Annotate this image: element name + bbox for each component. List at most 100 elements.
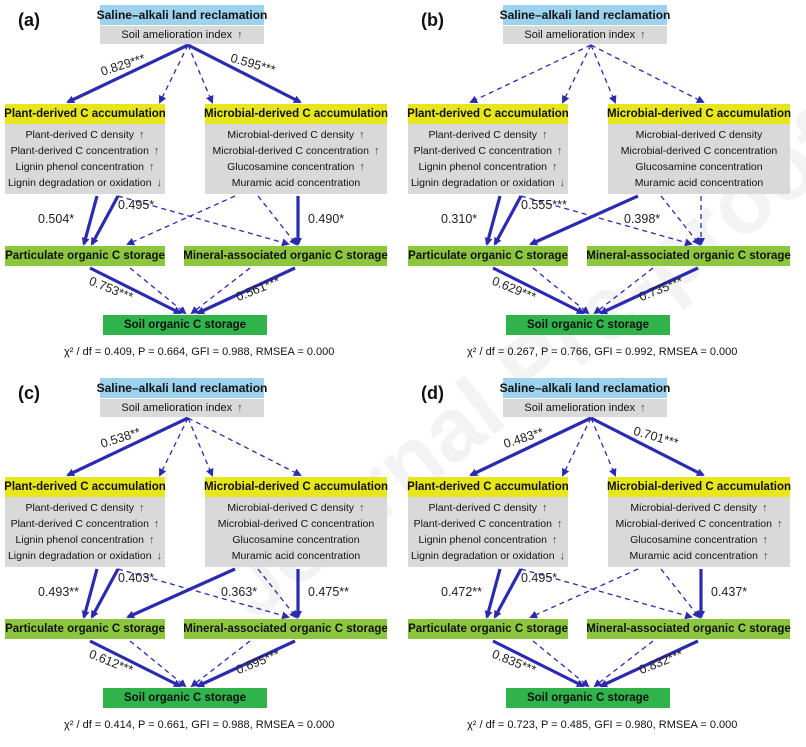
up-arrow-icon: ↑ (551, 161, 558, 173)
link-p0 (532, 640, 590, 688)
list-item: Lignin phenol concentration↑ (418, 161, 558, 173)
panel-label: (b) (421, 10, 444, 30)
up-arrow-icon: ↑ (153, 145, 160, 157)
list-item: Plant-derived C concentration↑ (413, 145, 563, 157)
down-arrow-icon: ↓ (156, 177, 163, 189)
path-links (469, 416, 705, 688)
link-mc (660, 195, 701, 246)
down-arrow-icon: ↓ (559, 177, 566, 189)
link-pc (520, 195, 693, 247)
link-ip (66, 43, 189, 104)
maoc-storage: Mineral-associated organic C storage (183, 246, 388, 266)
model-fit-stats: χ² / df = 0.414, P = 0.661, GFI = 0.988,… (64, 719, 335, 731)
path-coefficient: 0.363* (221, 585, 258, 599)
link-ip (469, 416, 592, 477)
link-ms (599, 639, 699, 688)
up-arrow-icon: ↑ (237, 402, 243, 414)
link-mp (529, 194, 639, 246)
up-arrow-icon: ↑ (359, 502, 365, 514)
microbial-indicators: Microbial-derived C density↑Microbial-de… (608, 497, 790, 567)
up-arrow-icon: ↑ (762, 534, 768, 546)
list-item: Glucosamine concentration↑ (227, 161, 365, 173)
link-ms (196, 266, 296, 315)
soc-storage: Soil organic C storage (103, 315, 267, 335)
up-arrow-icon: ↑ (640, 29, 646, 41)
link-pp (484, 195, 502, 246)
soc-storage: Soil organic C storage (103, 688, 267, 708)
up-arrow-icon: ↑ (542, 502, 548, 514)
up-arrow-icon: ↑ (542, 129, 548, 141)
link-i0 (590, 417, 617, 477)
link-ps (492, 266, 585, 315)
link-i1 (562, 417, 592, 477)
path-coefficient: 0.493** (38, 585, 80, 599)
link-pc (520, 568, 693, 620)
path-coefficient: 0.310* (441, 212, 478, 226)
amelioration-index: Soil amelioration index↑ (100, 26, 264, 44)
path-coefficient: 0.398* (624, 212, 661, 226)
list-item: Muramic acid concentration (231, 550, 361, 562)
link-mp (126, 567, 236, 619)
link-ps (89, 266, 182, 315)
path-coefficient: 0.403* (118, 571, 155, 585)
link-p0 (129, 267, 187, 315)
microbial-accumulation-head: Microbial-derived C accumulation (204, 104, 388, 124)
link-i0 (590, 44, 617, 104)
soc-storage: Soil organic C storage (506, 315, 670, 335)
down-arrow-icon: ↓ (156, 550, 163, 562)
link-mc (257, 568, 298, 619)
plant-accumulation-head: Plant-derived C accumulation (407, 104, 569, 124)
up-arrow-icon: ↑ (237, 29, 243, 41)
link-im (590, 416, 705, 477)
list-item: Muramic acid concentration (231, 177, 361, 189)
model-fit-stats: χ² / df = 0.723, P = 0.485, GFI = 0.980,… (467, 719, 738, 731)
up-arrow-icon: ↑ (148, 161, 155, 173)
model-fit-stats: χ² / df = 0.409, P = 0.664, GFI = 0.988,… (64, 346, 335, 358)
reclamation-title: Saline–alkali land reclamation (500, 5, 670, 25)
amelioration-index: Soil amelioration index↑ (100, 399, 264, 417)
link-pm (90, 195, 120, 246)
list-item: Lignin phenol concentration↑ (418, 534, 558, 546)
link-pc (117, 195, 290, 247)
list-item: Plant-derived C density↑ (428, 502, 548, 514)
plant-indicators: Plant-derived C density↑Plant-derived C … (408, 497, 568, 567)
maoc-storage: Mineral-associated organic C storage (183, 619, 388, 639)
list-item: Glucosamine concentration↑ (630, 534, 768, 546)
link-i1 (159, 44, 189, 104)
microbial-accumulation-head: Microbial-derived C accumulation (607, 477, 791, 497)
list-item: Glucosamine concentration (635, 161, 763, 173)
amelioration-index: Soil amelioration index↑ (503, 399, 667, 417)
up-arrow-icon: ↑ (640, 402, 646, 414)
link-pp (81, 568, 99, 619)
maoc-storage: Mineral-associated organic C storage (586, 246, 791, 266)
list-item: Lignin phenol concentration↑ (15, 161, 155, 173)
path-links (66, 416, 302, 688)
list-item: Lignin degradation or oxidation↓ (7, 550, 163, 562)
list-item: Plant-derived C concentration↑ (10, 145, 160, 157)
panel-label: (d) (421, 383, 444, 403)
plant-accumulation-head: Plant-derived C accumulation (4, 477, 166, 497)
panel-label: (a) (18, 10, 40, 30)
link-im (187, 43, 302, 104)
path-coefficient: 0.472** (441, 585, 483, 599)
reclamation-title: Saline–alkali land reclamation (97, 378, 267, 398)
path-coefficient: 0.504* (38, 212, 75, 226)
poc-storage: Particulate organic C storage (5, 619, 165, 639)
poc-storage: Particulate organic C storage (408, 246, 568, 266)
list-item: Lignin degradation or oxidation↓ (410, 177, 566, 189)
path-coefficient: 0.475** (308, 585, 350, 599)
link-pm (493, 195, 523, 246)
up-arrow-icon: ↑ (551, 534, 558, 546)
link-i1 (159, 417, 189, 477)
link-p0 (532, 267, 590, 315)
model-fit-stats: χ² / df = 0.267, P = 0.766, GFI = 0.992,… (467, 346, 738, 358)
up-arrow-icon: ↑ (139, 502, 145, 514)
link-ip (66, 416, 189, 477)
poc-storage: Particulate organic C storage (5, 246, 165, 266)
up-arrow-icon: ↑ (359, 161, 365, 173)
link-mc (257, 195, 298, 246)
